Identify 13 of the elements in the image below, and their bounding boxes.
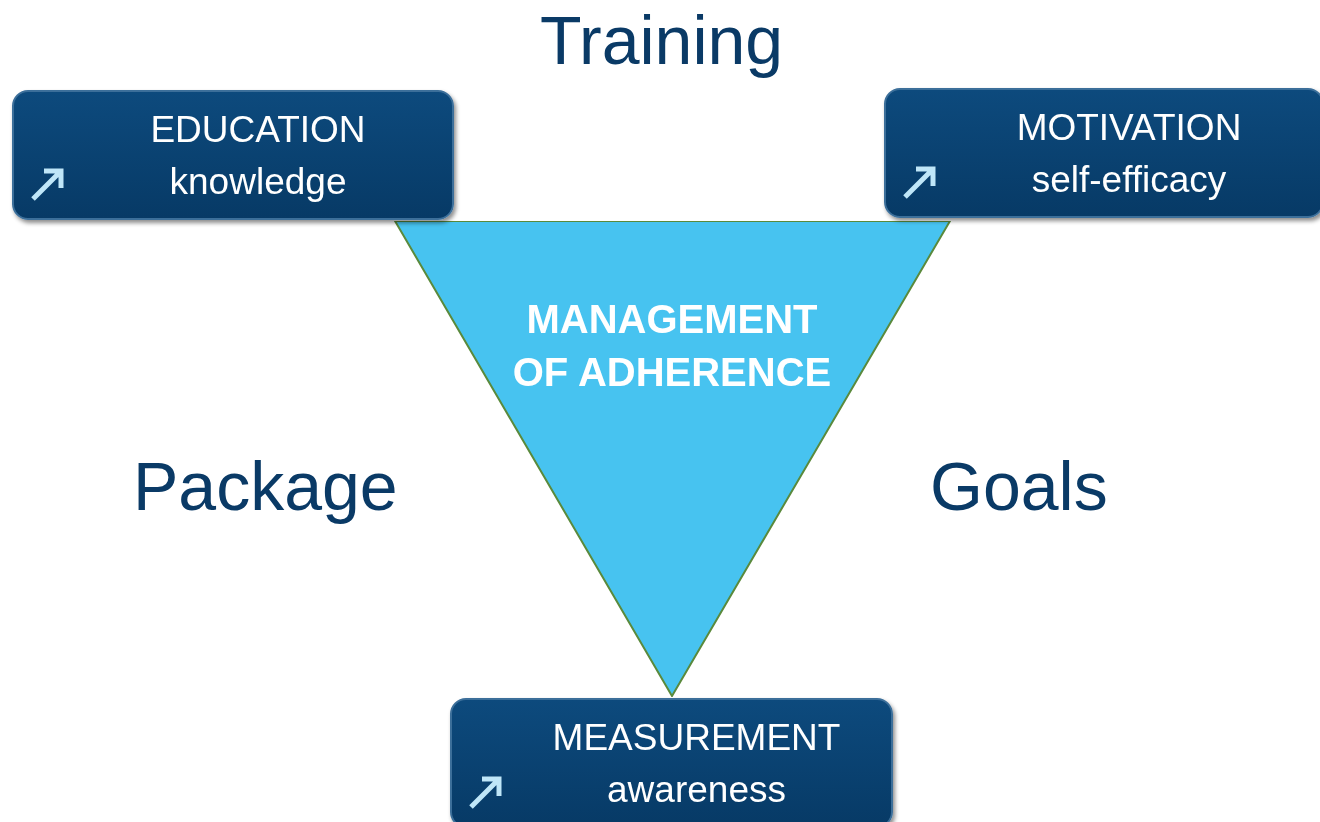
rounded-box: [450, 698, 893, 822]
box-subtext: awareness: [606, 768, 787, 812]
box-heading: MOTIVATION: [1015, 106, 1243, 150]
side-label: Training: [540, 2, 784, 78]
side-label: Package: [133, 448, 398, 524]
box-heading: MEASUREMENT: [551, 716, 842, 760]
box-subtext: knowledge: [168, 160, 348, 204]
box-subtext: self-efficacy: [1030, 158, 1228, 202]
side-label: Goals: [930, 448, 1108, 524]
rounded-box: [884, 88, 1320, 218]
triangle-label: MANAGEMENT OF ADHERENCE: [511, 296, 833, 396]
box-heading: EDUCATION: [149, 108, 367, 152]
rounded-box: [12, 90, 454, 220]
